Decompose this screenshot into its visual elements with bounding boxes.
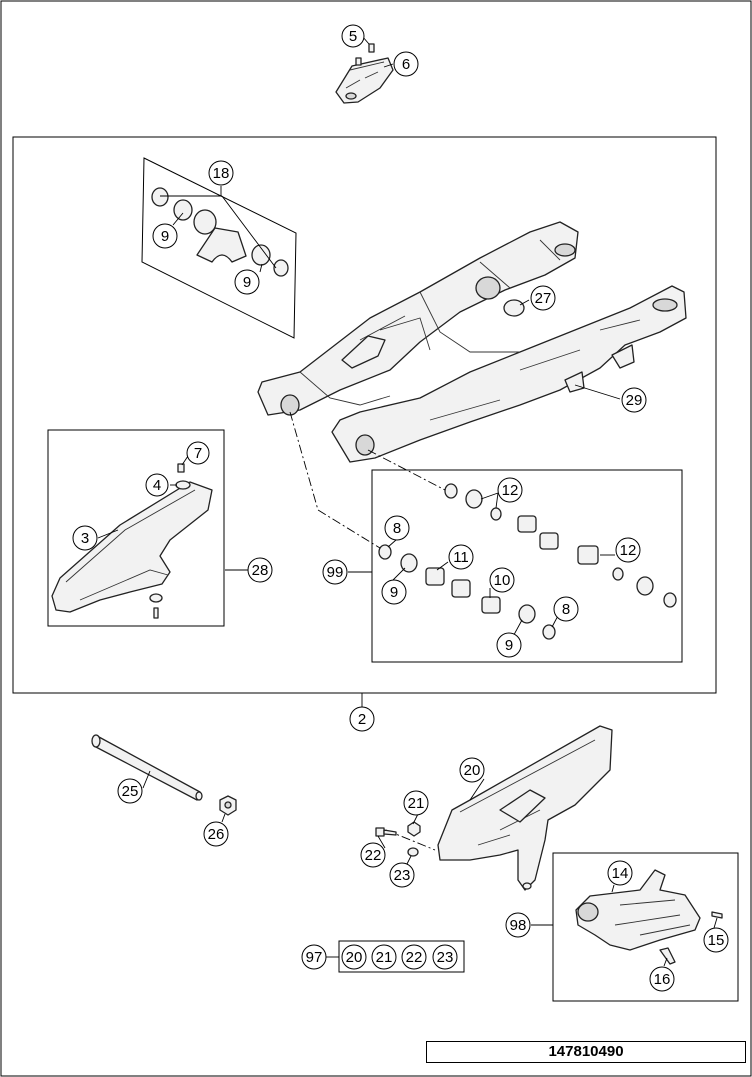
callout-5-label: 5 bbox=[349, 28, 357, 45]
callout-23: 23 bbox=[389, 862, 415, 888]
bushing-27 bbox=[503, 299, 525, 317]
callout-12-a-label: 12 bbox=[502, 482, 519, 499]
chain-slider-box bbox=[47, 429, 225, 627]
callout-12-b: 12 bbox=[615, 537, 641, 563]
callout-14-label: 14 bbox=[612, 865, 629, 882]
callout-26: 26 bbox=[203, 821, 229, 847]
callout-9-b-label: 9 bbox=[243, 274, 251, 291]
callout-9-d: 9 bbox=[496, 632, 522, 658]
callout-22-label: 22 bbox=[365, 847, 382, 864]
callout-27: 27 bbox=[530, 285, 556, 311]
callout-8-a: 8 bbox=[384, 515, 410, 541]
chain-slider-piece bbox=[335, 43, 394, 104]
callout-2: 2 bbox=[349, 706, 375, 732]
callout-3: 3 bbox=[72, 525, 98, 551]
callout-12-a: 12 bbox=[497, 477, 523, 503]
callout-12-b-label: 12 bbox=[620, 542, 637, 559]
callout-10-label: 10 bbox=[494, 572, 511, 589]
callout-20: 20 bbox=[459, 757, 485, 783]
document-number: 147810490 bbox=[426, 1041, 746, 1063]
callout-8-b: 8 bbox=[553, 596, 579, 622]
kit-item-22-label: 22 bbox=[406, 949, 423, 966]
chain-guide-box bbox=[552, 852, 739, 1002]
callout-99: 99 bbox=[322, 559, 348, 585]
callout-4: 4 bbox=[145, 473, 169, 497]
callout-11: 11 bbox=[448, 544, 474, 570]
swingarm-body bbox=[257, 221, 687, 463]
callout-11-label: 11 bbox=[453, 549, 469, 566]
callout-25: 25 bbox=[117, 778, 143, 804]
kit-item-21: 21 bbox=[371, 944, 397, 970]
callout-20-label: 20 bbox=[464, 762, 481, 779]
kit-item-23: 23 bbox=[432, 944, 458, 970]
callout-15: 15 bbox=[703, 927, 729, 953]
callout-10: 10 bbox=[489, 567, 515, 593]
callout-5: 5 bbox=[341, 24, 365, 48]
callout-9-c-label: 9 bbox=[390, 584, 398, 601]
callout-26-label: 26 bbox=[208, 826, 225, 843]
callout-97-label: 97 bbox=[306, 949, 323, 966]
callout-21: 21 bbox=[403, 790, 429, 816]
callout-23-label: 23 bbox=[394, 867, 411, 884]
callout-16: 16 bbox=[649, 966, 675, 992]
callout-25-label: 25 bbox=[122, 783, 139, 800]
swingarm-pivot-shaft bbox=[91, 734, 203, 801]
bearing-set-upper bbox=[444, 483, 677, 608]
callout-18: 18 bbox=[208, 160, 234, 186]
callout-98-label: 98 bbox=[510, 917, 527, 934]
screw-kit-box bbox=[338, 940, 465, 973]
callout-29: 29 bbox=[621, 387, 647, 413]
callout-18-label: 18 bbox=[213, 165, 230, 182]
callout-16-label: 16 bbox=[654, 971, 671, 988]
callout-28-label: 28 bbox=[252, 562, 269, 579]
bearing-kit-parts bbox=[151, 187, 289, 277]
chain-guard bbox=[437, 725, 613, 891]
bearing-kit-box bbox=[141, 157, 297, 339]
callout-29-label: 29 bbox=[626, 392, 643, 409]
callout-9-a: 9 bbox=[152, 223, 178, 249]
callout-2-label: 2 bbox=[358, 711, 366, 728]
callout-8-a-label: 8 bbox=[393, 520, 401, 537]
pivot-alignment-line-2 bbox=[367, 449, 446, 491]
chain-guide-parts bbox=[575, 869, 723, 965]
callout-3-label: 3 bbox=[81, 530, 89, 547]
callout-15-label: 15 bbox=[708, 932, 725, 949]
callout-9-a-label: 9 bbox=[161, 228, 169, 245]
kit-item-20: 20 bbox=[341, 944, 367, 970]
kit-item-20-label: 20 bbox=[346, 949, 363, 966]
kit-item-21-label: 21 bbox=[376, 949, 393, 966]
pivot-nut bbox=[219, 795, 237, 816]
callout-28: 28 bbox=[247, 557, 273, 583]
bearing-set-box bbox=[371, 469, 683, 663]
callout-98: 98 bbox=[505, 912, 531, 938]
callout-4-label: 4 bbox=[153, 477, 161, 494]
callout-14: 14 bbox=[607, 860, 633, 886]
callout-6: 6 bbox=[393, 51, 419, 77]
chain-guard-hardware bbox=[375, 821, 421, 857]
chain-slider-parts bbox=[51, 463, 213, 619]
callout-9-b: 9 bbox=[234, 269, 260, 295]
callout-9-c: 9 bbox=[381, 579, 407, 605]
kit-item-22: 22 bbox=[401, 944, 427, 970]
leader-lines bbox=[97, 35, 718, 967]
callout-7-label: 7 bbox=[194, 445, 202, 462]
callout-99-label: 99 bbox=[327, 564, 344, 581]
callout-22: 22 bbox=[360, 842, 386, 868]
callout-9-d-label: 9 bbox=[505, 637, 513, 654]
callout-97: 97 bbox=[301, 944, 327, 970]
callout-7: 7 bbox=[186, 441, 210, 465]
callout-6-label: 6 bbox=[402, 56, 410, 73]
callout-21-label: 21 bbox=[408, 795, 425, 812]
kit-item-23-label: 23 bbox=[437, 949, 454, 966]
swingarm-group-box bbox=[12, 136, 717, 694]
callout-27-label: 27 bbox=[535, 290, 552, 307]
callout-8-b-label: 8 bbox=[562, 601, 570, 618]
bearing-set-lower bbox=[378, 544, 556, 640]
